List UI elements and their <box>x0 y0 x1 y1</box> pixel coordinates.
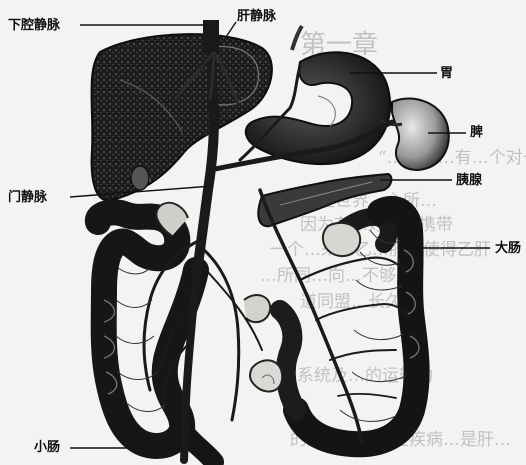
stomach <box>246 26 390 164</box>
large-intestine <box>98 209 419 462</box>
label-portal-vein: 门静脉 <box>8 191 47 204</box>
gallbladder <box>131 166 149 190</box>
label-stomach: 胃 <box>440 67 453 80</box>
label-large-intestine: 大肠 <box>495 242 521 255</box>
label-spleen: 脾 <box>470 126 483 139</box>
label-inferior-vena-cava: 下腔静脉 <box>8 19 60 32</box>
liver <box>92 34 272 200</box>
label-pancreas: 胰腺 <box>456 174 482 187</box>
label-hepatic-vein: 肝静脉 <box>237 10 276 23</box>
label-small-intestine: 小肠 <box>34 441 60 454</box>
